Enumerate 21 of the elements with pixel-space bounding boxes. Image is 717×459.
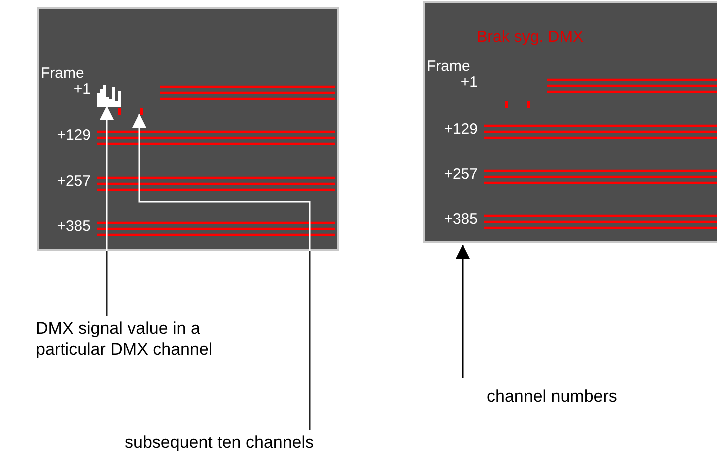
- leader-arrow: [132, 114, 311, 430]
- channel-number: +257: [444, 166, 478, 183]
- annotation-text: DMX signal value in a particular DMX channel: [36, 318, 261, 360]
- channel-number: +1: [460, 74, 478, 91]
- channel-number: +1: [74, 81, 91, 98]
- frame-label: Frame: [41, 65, 84, 82]
- bar-graph-icon: [97, 85, 121, 107]
- channel-number: +129: [57, 127, 91, 144]
- leader-arrow: [100, 106, 114, 316]
- annotation-text: channel numbers: [487, 386, 687, 407]
- frame-label: Frame: [427, 58, 470, 75]
- channel-number: +385: [57, 218, 91, 235]
- channel-mark: [140, 108, 143, 115]
- display-panel: [423, 1, 717, 243]
- display-panel: [37, 7, 339, 251]
- leader-arrow: [456, 245, 470, 378]
- channel-number: +257: [57, 173, 91, 190]
- annotation-text: subsequent ten channels: [125, 432, 385, 453]
- channel-number: +129: [444, 121, 478, 138]
- channel-number: +385: [444, 211, 478, 228]
- status-message: Brak syg. DMX: [477, 29, 584, 46]
